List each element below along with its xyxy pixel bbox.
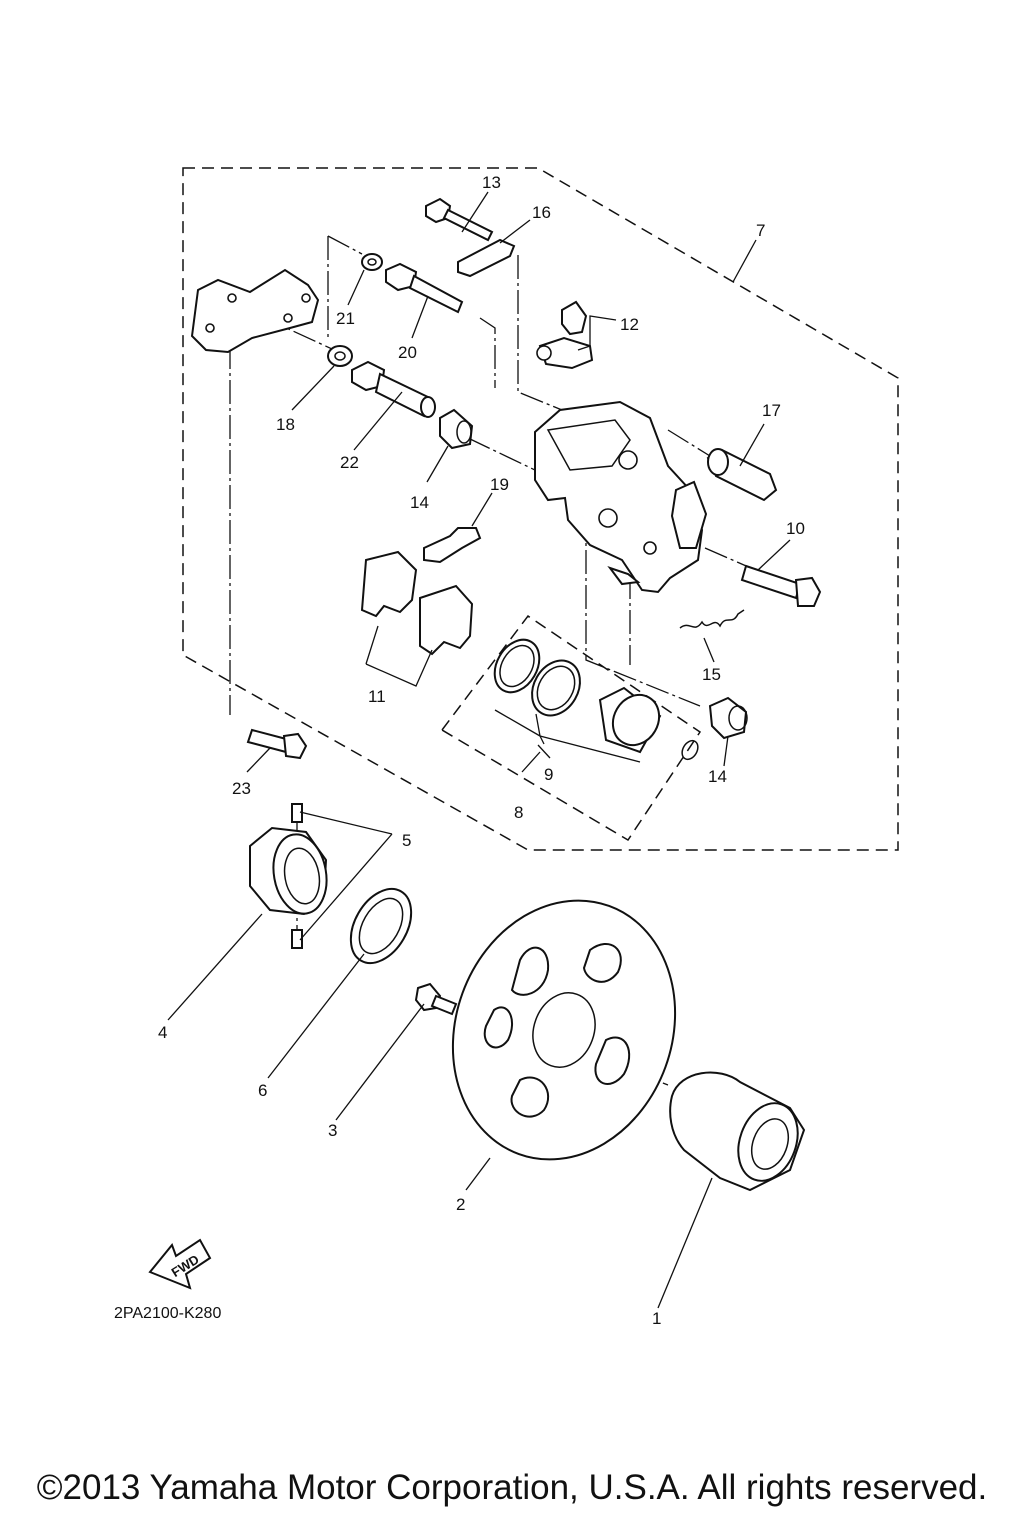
callout-12: 12 (620, 315, 639, 334)
callout-23: 23 (232, 779, 251, 798)
leader-lines (167, 191, 791, 1309)
callout-1: 1 (652, 1309, 661, 1328)
callout-2: 2 (456, 1195, 465, 1214)
piston-kit-parts (493, 638, 699, 761)
brake-pads-11 (360, 550, 474, 656)
callout-14-lower: 14 (708, 767, 727, 786)
bolt-13 (425, 197, 494, 242)
washer-21 (361, 253, 383, 271)
brake-disc-2 (451, 899, 677, 1161)
washer-6 (349, 888, 413, 964)
bolt-10 (740, 564, 822, 607)
copyright-notice: ©2013 Yamaha Motor Corporation, U.S.A. A… (36, 1468, 988, 1507)
callout-15: 15 (702, 665, 721, 684)
piston-kit-boundary (440, 614, 702, 842)
callout-22: 22 (340, 453, 359, 472)
washer-18 (327, 345, 353, 367)
caliper-body (534, 400, 704, 594)
boot-14-lower (708, 696, 748, 740)
bleed-screw-12 (536, 300, 594, 370)
fwd-arrow: FWD (148, 1238, 212, 1290)
callout-3: 3 (328, 1121, 337, 1140)
callouts: 13 16 7 12 21 20 17 18 22 19 14 10 15 11… (158, 173, 805, 1328)
callout-9: 9 (544, 765, 553, 784)
hub-1 (669, 1071, 806, 1192)
pin-17 (706, 448, 778, 502)
callout-7: 7 (756, 221, 765, 240)
callout-8: 8 (514, 803, 523, 822)
diagram-code: 2PA2100-K280 (114, 1305, 221, 1322)
pad-clip-19 (423, 527, 482, 564)
callout-16: 16 (532, 203, 551, 222)
callout-14-upper: 14 (410, 493, 429, 512)
boot-14-upper (439, 408, 474, 450)
pin-bolt-22 (351, 360, 436, 418)
callout-5: 5 (402, 831, 411, 850)
callout-21: 21 (336, 309, 355, 328)
pad-pin-plate-16 (457, 238, 516, 278)
callout-20: 20 (398, 343, 417, 362)
brake-caliper-exploded-diagram: FWD 13 16 7 12 21 20 17 (114, 167, 899, 1328)
callout-19: 19 (490, 475, 509, 494)
callout-10: 10 (786, 519, 805, 538)
spring-15 (679, 609, 745, 629)
caliper-assembly-boundary (182, 167, 899, 851)
bolt-3 (414, 982, 458, 1016)
bolt-23 (246, 728, 308, 760)
callout-11: 11 (368, 687, 386, 706)
callout-13: 13 (482, 173, 501, 192)
collar-4 (249, 826, 328, 916)
pin-20 (385, 262, 464, 314)
callout-6: 6 (258, 1081, 267, 1100)
callout-4: 4 (158, 1023, 167, 1042)
caliper-bracket (190, 268, 320, 354)
callout-18: 18 (276, 415, 295, 434)
callout-17: 17 (762, 401, 781, 420)
